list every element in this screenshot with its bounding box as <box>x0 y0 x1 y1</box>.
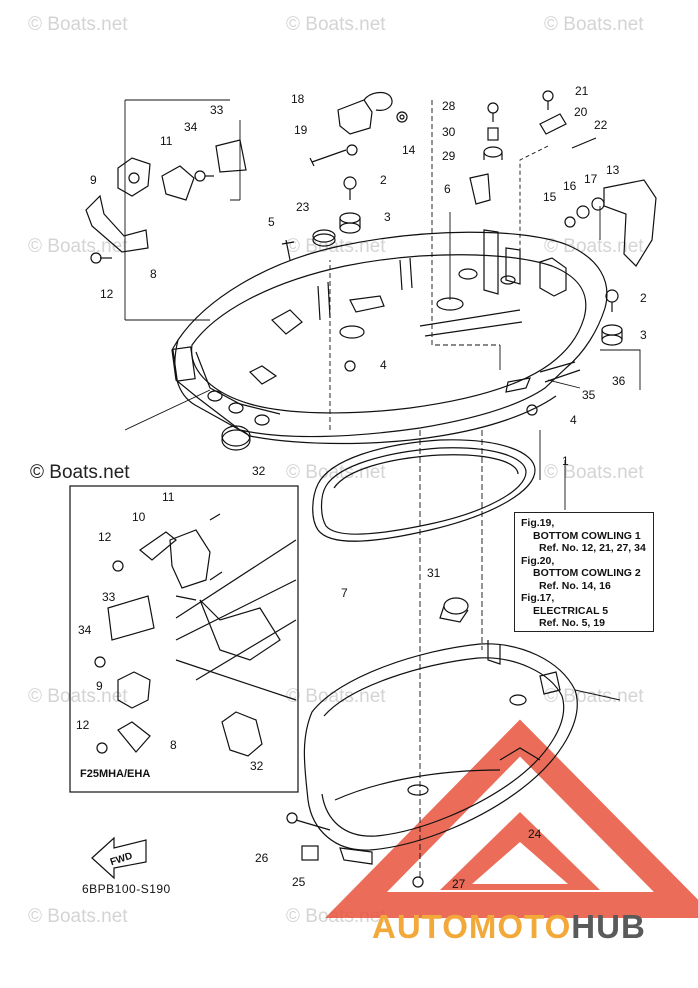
brand-triangle-logo <box>325 719 698 918</box>
watermark: © Boats.net <box>28 906 128 927</box>
ref-line: Fig.20, <box>521 554 555 567</box>
callout-27: 27 <box>452 877 466 891</box>
callout-12: 12 <box>76 718 90 732</box>
callout-20: 20 <box>574 105 588 119</box>
callout-22: 22 <box>594 118 608 132</box>
callout-2: 2 <box>640 291 647 305</box>
rubber-seal <box>312 439 536 542</box>
callout-4: 4 <box>570 413 577 427</box>
ref-line: Fig.17, <box>521 592 555 604</box>
reference-box: Fig.19, BOTTOM COWLING 1 Ref. No. 12, 21… <box>514 512 654 632</box>
callout-14: 14 <box>402 143 416 157</box>
callout-10: 10 <box>132 510 146 524</box>
ref-line: BOTTOM COWLING 1 <box>533 529 641 542</box>
upper-bottom-cowling <box>171 229 608 445</box>
callout-3: 3 <box>640 328 647 342</box>
watermark: © Boats.net <box>544 236 644 257</box>
callout-23: 23 <box>296 200 310 214</box>
ref-line: Ref. No. 5, 19 <box>539 617 605 629</box>
callout-21: 21 <box>575 84 589 98</box>
callout-15: 15 <box>543 190 557 204</box>
callout-26: 26 <box>255 851 269 865</box>
callout-12: 12 <box>98 530 112 544</box>
ref-line: Ref. No. 14, 16 <box>539 579 611 592</box>
callout-32: 32 <box>252 464 266 478</box>
ref-line: Ref. No. 12, 21, 27, 34 <box>539 542 646 554</box>
callout-8: 8 <box>170 738 177 752</box>
callout-29: 29 <box>442 149 456 163</box>
watermark: © Boats.net <box>544 686 644 707</box>
watermark: © Boats.net <box>28 236 128 257</box>
callout-18: 18 <box>291 92 305 106</box>
callout-9: 9 <box>96 679 103 693</box>
callout-4: 4 <box>380 358 387 372</box>
brand-part2: HUB <box>571 908 646 945</box>
watermark: © Boats.net <box>544 462 644 483</box>
inset-box <box>69 485 299 793</box>
brand-logo-text: AUTOMOTOHUB <box>372 908 646 946</box>
callout-9: 9 <box>90 173 97 187</box>
leader-lines <box>124 99 641 880</box>
diagram-code: 6BPB100-S190 <box>82 882 171 896</box>
callout-32: 32 <box>250 759 264 773</box>
callout-33: 33 <box>102 590 116 604</box>
callout-19: 19 <box>294 123 308 137</box>
callout-2: 2 <box>380 173 387 187</box>
callout-34: 34 <box>184 120 198 134</box>
callout-6: 6 <box>444 182 451 196</box>
callout-31: 31 <box>427 566 441 580</box>
callout-30: 30 <box>442 125 456 139</box>
ref-line: Fig.19, <box>521 517 555 529</box>
callout-16: 16 <box>563 179 577 193</box>
callout-25: 25 <box>292 875 306 889</box>
callout-24: 24 <box>528 827 542 841</box>
callout-11: 11 <box>160 134 173 148</box>
callout-5: 5 <box>268 215 275 229</box>
lower-bottom-cowling <box>303 640 578 851</box>
watermark: © Boats.net <box>28 686 128 707</box>
callout-8: 8 <box>150 267 157 281</box>
callout-34: 34 <box>78 623 92 637</box>
ref-line: ELECTRICAL 5 <box>533 604 609 617</box>
watermark: © Boats.net <box>286 14 386 35</box>
callout-17: 17 <box>584 172 598 186</box>
callout-12: 12 <box>100 287 114 301</box>
callout-35: 35 <box>582 388 596 402</box>
callout-36: 36 <box>612 374 626 388</box>
callout-11: 11 <box>162 490 175 504</box>
watermark: © Boats.net <box>286 686 386 707</box>
hardware-parts <box>85 90 657 888</box>
watermark-prominent: © Boats.net <box>30 462 130 483</box>
callout-1: 1 <box>562 454 569 468</box>
watermark: © Boats.net <box>544 14 644 35</box>
callout-28: 28 <box>442 99 456 113</box>
watermark: © Boats.net <box>286 462 386 483</box>
watermark: © Boats.net <box>28 14 128 35</box>
ref-line: BOTTOM COWLING 2 <box>533 567 641 579</box>
callout-33: 33 <box>210 103 224 117</box>
inset-model-label: F25MHA/EHA <box>80 768 151 780</box>
brand-part1: AUTOMOTO <box>372 908 572 945</box>
callout-13: 13 <box>606 163 620 177</box>
callout-7: 7 <box>341 586 348 600</box>
callout-3: 3 <box>384 210 391 224</box>
